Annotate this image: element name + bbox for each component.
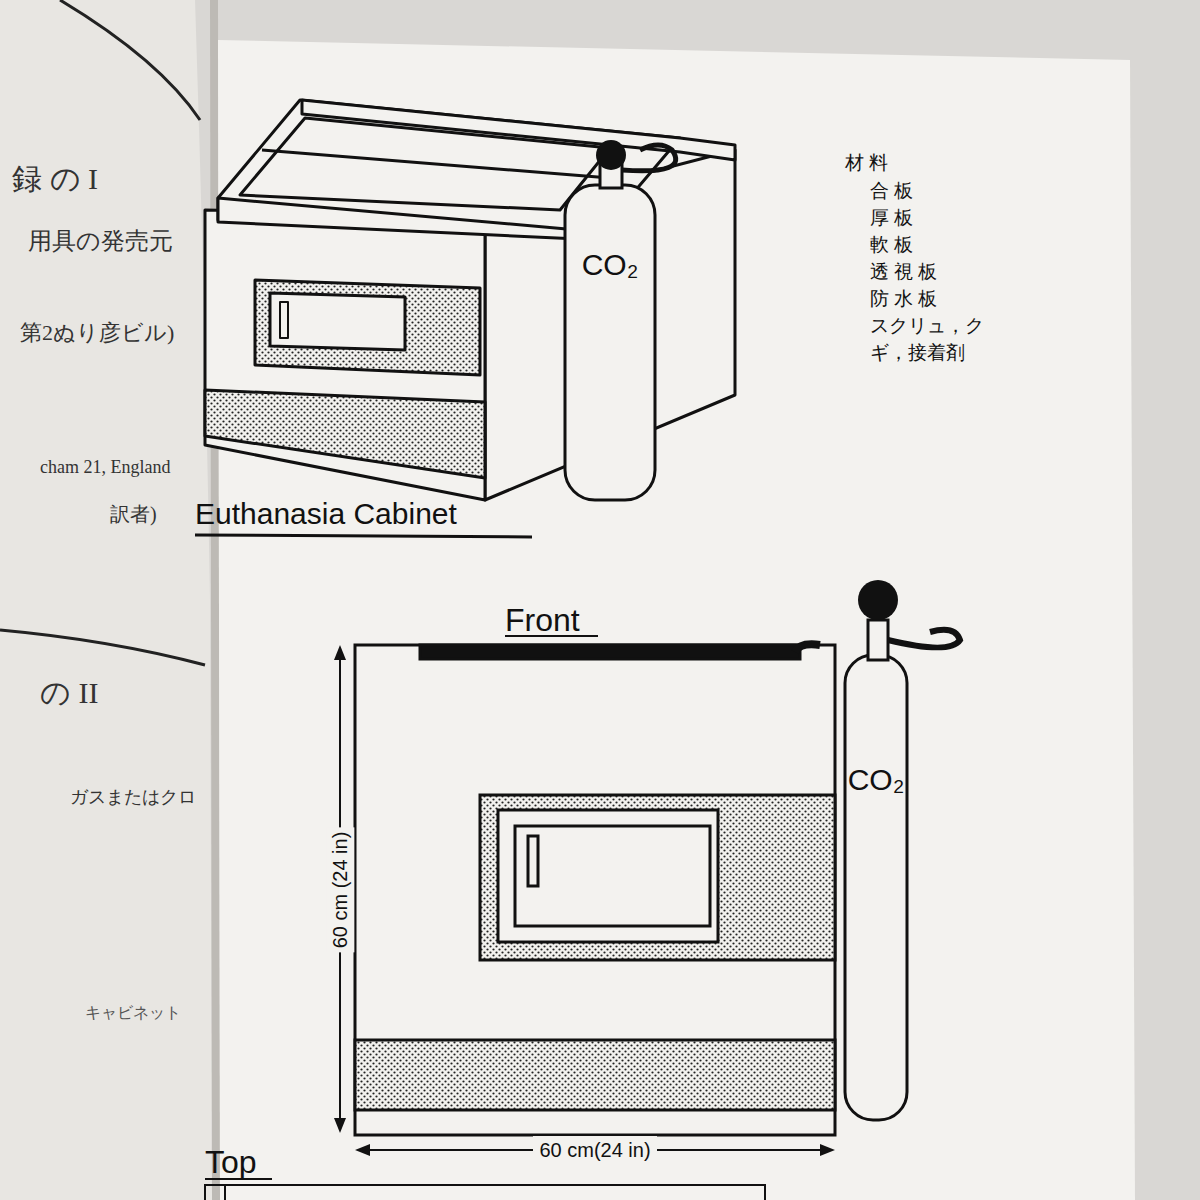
page-text: 訳者) bbox=[110, 500, 157, 528]
page-text: ガスまたはクロ bbox=[70, 785, 196, 810]
dimension: 60 cm (24 in) bbox=[326, 828, 354, 953]
material-item: 防 水 板 bbox=[870, 286, 937, 313]
view-title: Top bbox=[205, 1140, 257, 1185]
page-heading: の II bbox=[40, 672, 98, 714]
page-heading: 録 の I bbox=[12, 158, 98, 200]
cylinder-label: CO₂ bbox=[582, 248, 639, 282]
material-item: 軟 板 bbox=[870, 232, 913, 259]
page-text: 用具の発売元 bbox=[28, 225, 173, 259]
dimension: 60 cm(24 in) bbox=[533, 1136, 656, 1164]
page-text: 第2ぬり彦ビル) bbox=[20, 318, 174, 349]
gas-cylinder: CO₂ bbox=[847, 750, 905, 810]
cylinder-label: CO₂ bbox=[848, 763, 905, 797]
page-text: キャビネット bbox=[85, 1002, 181, 1024]
material-item: スクリュ，ク ギ，接着剤 bbox=[870, 313, 995, 366]
figure-caption: Euthanasia Cabinet bbox=[195, 497, 457, 531]
gas-cylinder: CO₂ bbox=[567, 235, 653, 295]
materials-heading: 材 料 bbox=[845, 150, 888, 177]
page-text: cham 21, England bbox=[40, 455, 170, 480]
material-item: 透 視 板 bbox=[870, 259, 937, 286]
view-title: Front bbox=[505, 598, 580, 643]
material-item: 厚 板 bbox=[870, 205, 913, 232]
material-item: 合 板 bbox=[870, 178, 913, 205]
